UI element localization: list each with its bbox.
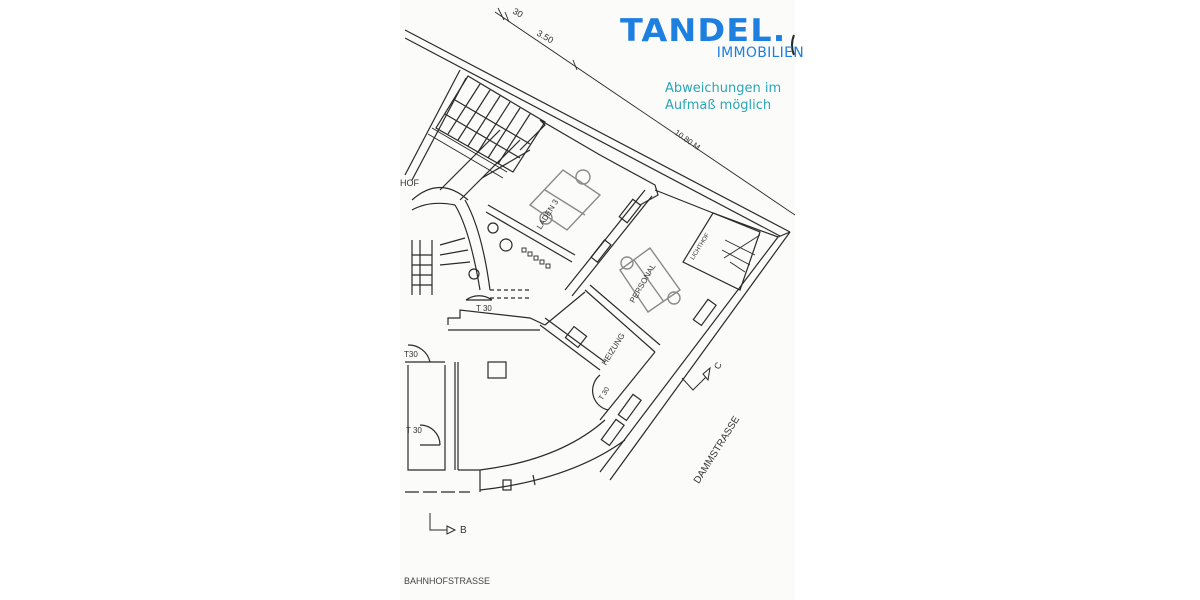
- measurement-disclaimer: Abweichungen im Aufmaß möglich: [665, 80, 805, 114]
- street-label-bahnhofstrasse: BAHNHOFSTRASSE: [404, 576, 491, 586]
- floor-plan-drawing: [404, 7, 795, 535]
- section-marker-b: B: [460, 525, 467, 536]
- company-logo: TANDEL. IMMOBILIEN: [620, 14, 808, 64]
- logo-brand-text: TANDEL.: [620, 13, 787, 49]
- disclaimer-line-2: Aufmaß möglich: [665, 98, 772, 113]
- door-label-t30-c: T 30: [406, 426, 422, 435]
- disclaimer-line-1: Abweichungen im: [665, 81, 782, 96]
- floor-plan: 30 3.50 10.80 M HOF LADEN 3 PERSONAL LIC…: [400, 0, 795, 600]
- door-label-t30-b: T30: [404, 350, 418, 359]
- door-label-t30-a: T 30: [476, 304, 492, 313]
- logo-subtitle: IMMOBILIEN: [716, 45, 804, 61]
- room-label-hof: HOF: [400, 178, 419, 188]
